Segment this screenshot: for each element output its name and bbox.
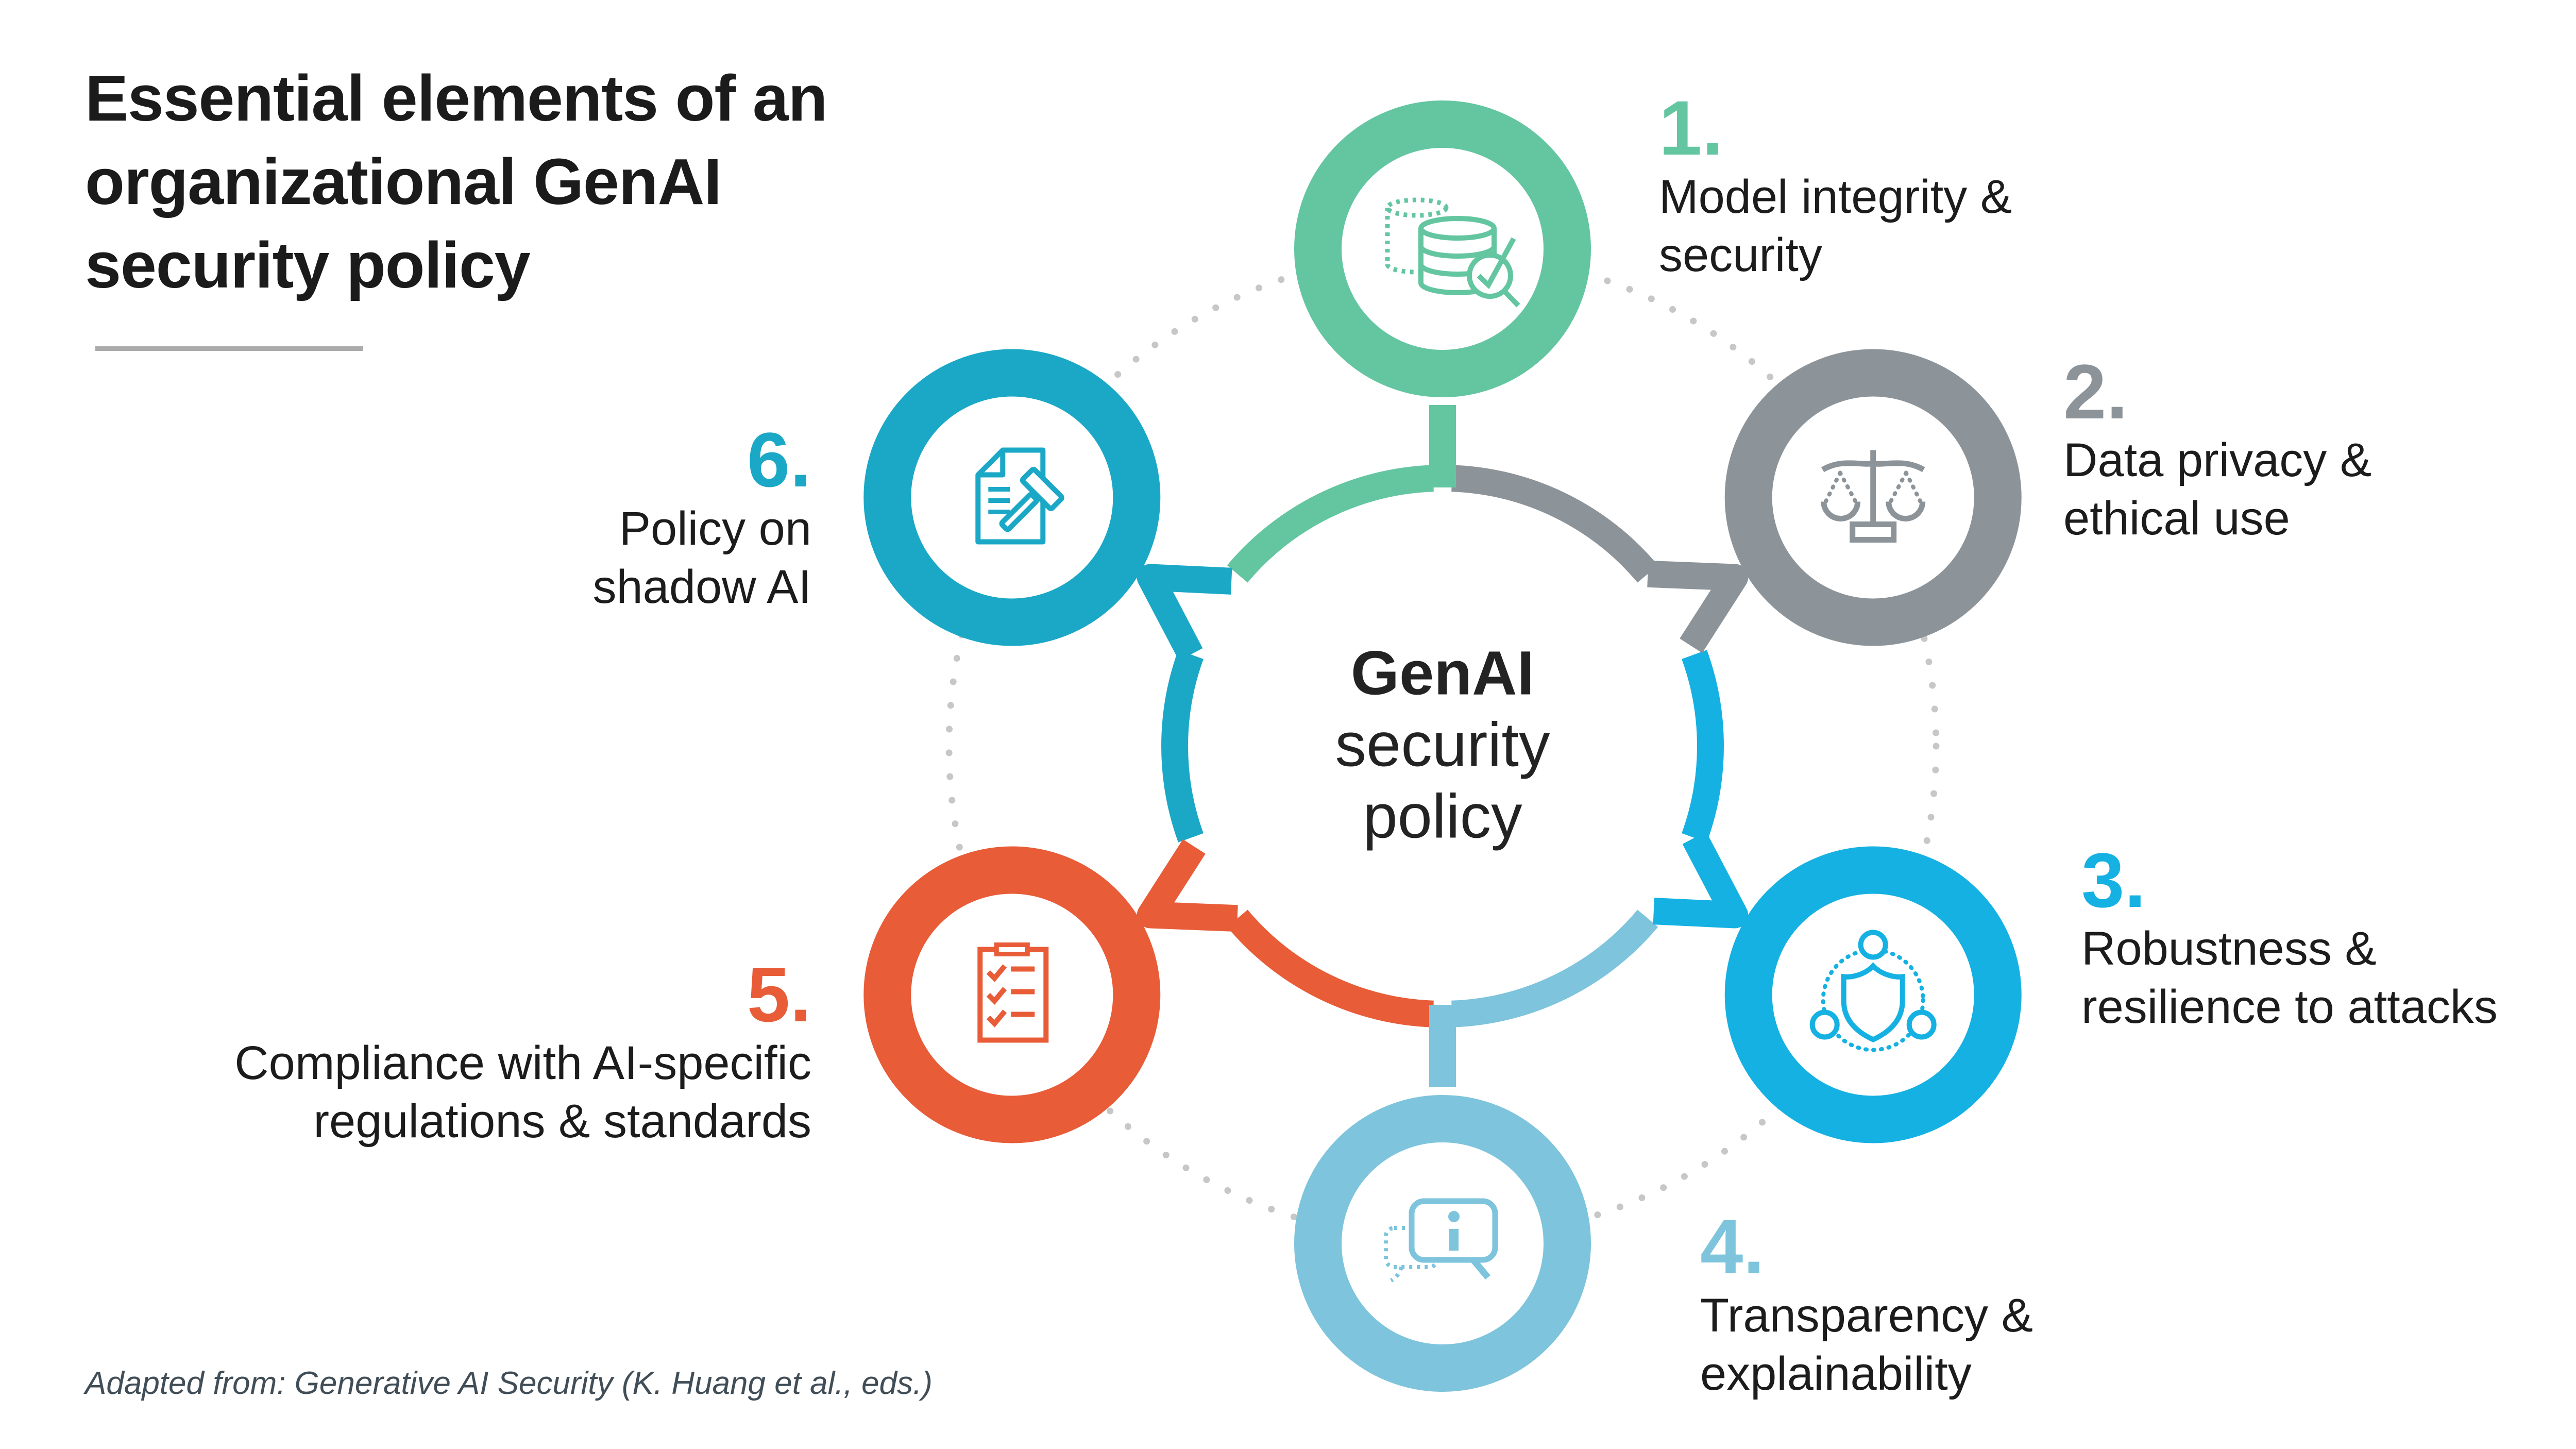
ring-segment-compliance — [1227, 909, 1434, 1027]
label-shadow-ai: 6. Policy on shadow AI — [592, 416, 811, 616]
node-label-1: Model integrity & security — [1659, 170, 2012, 281]
shield-network-icon — [1809, 930, 1937, 1052]
label-robustness: 3. Robustness & resilience to attacks — [2081, 836, 2498, 1037]
node-number-6: 6. — [747, 416, 811, 503]
label-data-privacy: 2. Data privacy & ethical use — [2063, 348, 2372, 548]
node-number-2: 2. — [2063, 348, 2128, 435]
connector-chevron-robustness — [1653, 831, 1749, 929]
node-number-3: 3. — [2081, 836, 2146, 923]
node-label-2: Data privacy & ethical use — [2063, 434, 2372, 545]
center-hub-title: GenAI — [1350, 637, 1535, 708]
node-label-4: Transparency & explainability — [1700, 1289, 2033, 1400]
center-hub-label: GenAI security policy — [1335, 637, 1550, 852]
node-label-5: Compliance with AI-specific regulations … — [234, 1037, 811, 1148]
connector-chevron-compliance — [1137, 839, 1238, 932]
scales-icon — [1821, 450, 1926, 543]
center-hub-subtitle: security policy — [1335, 709, 1550, 851]
page-title: Essential elements of an organizational … — [85, 61, 828, 301]
ring-segment-transparency — [1451, 909, 1658, 1027]
clipboard-checklist-icon — [977, 942, 1049, 1043]
title-underline — [95, 346, 363, 351]
document-gavel-icon — [975, 447, 1064, 545]
connector-chevron-data-privacy — [1647, 560, 1749, 653]
chat-info-icon — [1384, 1198, 1498, 1283]
database-check-icon — [1385, 197, 1520, 308]
label-compliance: 5. Compliance with AI-specific regulatio… — [234, 951, 811, 1151]
node-number-1: 1. — [1659, 85, 1724, 172]
node-label-6: Policy on shadow AI — [592, 502, 811, 613]
label-model-integrity: 1. Model integrity & security — [1659, 85, 2012, 284]
ring-segment-shadow-ai — [1161, 650, 1204, 843]
ring-segment-robustness — [1682, 650, 1724, 843]
ring-segment-data-privacy — [1451, 465, 1658, 583]
node-number-4: 4. — [1700, 1203, 1765, 1290]
attribution-note: Adapted from: Generative AI Security (K.… — [85, 1365, 933, 1401]
connector-chevron-shadow-ai — [1137, 564, 1232, 661]
ring-segment-model-integrity — [1227, 465, 1434, 583]
label-transparency: 4. Transparency & explainability — [1700, 1203, 2033, 1403]
node-label-3: Robustness & resilience to attacks — [2081, 922, 2498, 1034]
node-number-5: 5. — [747, 951, 811, 1038]
